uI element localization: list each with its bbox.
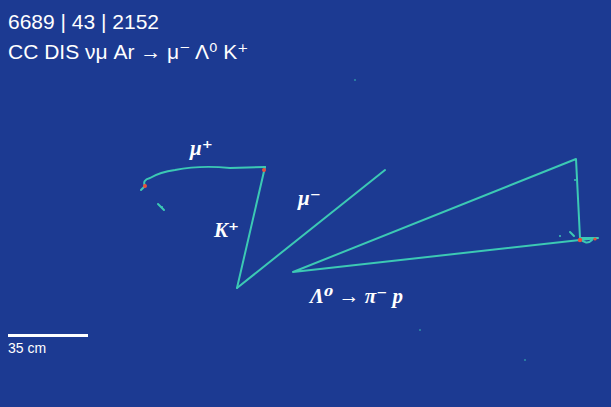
scale-label: 35 cm	[8, 340, 46, 356]
event-id: 6689 | 43 | 2152	[8, 10, 159, 34]
hit-markers	[143, 168, 597, 242]
interaction-label: CC DIS νμ Ar → μ⁻ Λ⁰ K⁺	[8, 40, 248, 64]
stray-hits	[161, 79, 576, 361]
particle-label: K⁺	[214, 218, 239, 242]
particle-label: μ⁻	[298, 186, 321, 210]
muon-plus-track	[144, 167, 265, 186]
muon-plus-hook	[141, 186, 164, 210]
scale-bar	[8, 334, 88, 337]
particle-label: μ⁺	[190, 136, 213, 160]
decay-label: Λ⁰ → π⁻ p	[310, 284, 403, 308]
pion-proton-track	[293, 159, 598, 272]
track-end-curl	[570, 232, 592, 243]
